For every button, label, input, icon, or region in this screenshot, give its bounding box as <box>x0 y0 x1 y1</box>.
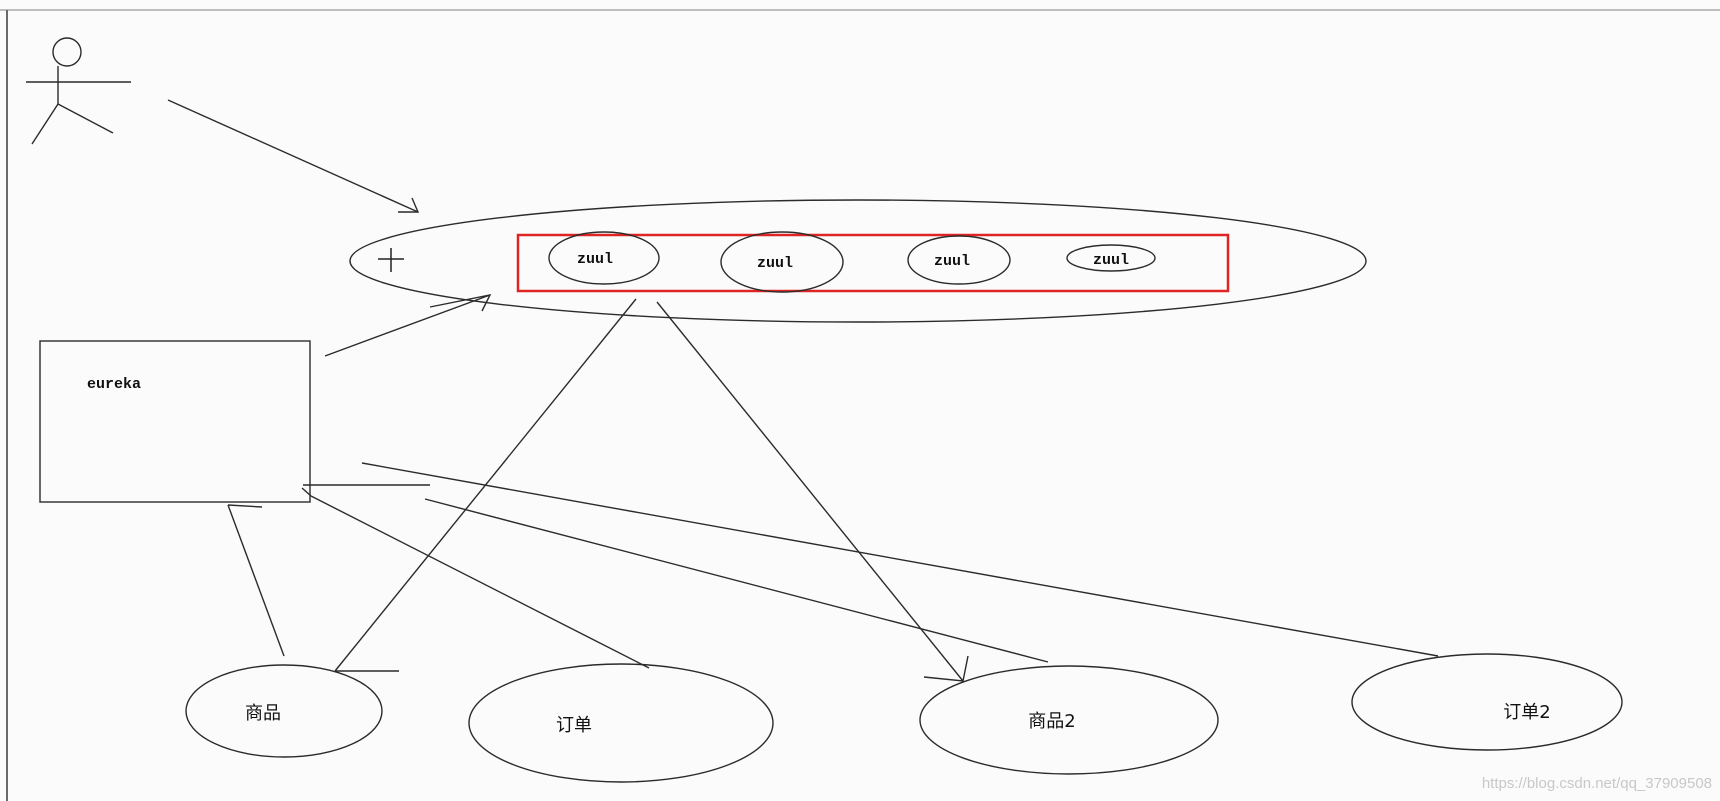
zuul-node-1-label: zuul <box>577 251 613 268</box>
user-actor-icon <box>26 37 131 145</box>
zuul-node-2-label: zuul <box>757 255 793 272</box>
gateway-cluster-ellipse <box>349 199 1367 323</box>
arrow-service-1-to-eureka <box>227 504 285 657</box>
eureka-label: eureka <box>87 376 141 393</box>
arrow-service-3-to-eureka <box>424 498 1049 663</box>
arrow-eureka-to-gateway <box>324 294 492 357</box>
service-node-1-label: 商品 <box>245 703 281 724</box>
service-node-4: 订单2 <box>1351 653 1623 751</box>
arrow-gateway-to-service-3 <box>656 301 969 682</box>
arrow-service-2-to-eureka <box>301 487 650 669</box>
service-node-4-label: 订单2 <box>1503 702 1550 723</box>
zuul-node-3: zuul <box>907 235 1011 285</box>
zuul-node-2: zuul <box>720 231 844 293</box>
service-node-1: 商品 <box>185 664 383 758</box>
service-node-3: 商品2 <box>919 665 1219 775</box>
service-node-3-label: 商品2 <box>1028 711 1075 732</box>
zuul-node-3-label: zuul <box>934 253 970 270</box>
zuul-highlight-box <box>516 233 1230 293</box>
arrow-service-4-to-eureka <box>303 462 1439 657</box>
arrow-user-to-gateway <box>167 99 420 213</box>
watermark-text: https://blog.csdn.net/qq_37909508 <box>1482 775 1712 792</box>
crosshair-cursor-icon <box>378 248 404 272</box>
zuul-node-4-label: zuul <box>1093 252 1129 269</box>
service-node-2: 订单 <box>468 663 774 783</box>
zuul-node-4: zuul <box>1066 244 1156 272</box>
zuul-node-1: zuul <box>548 231 660 285</box>
service-node-2-label: 订单 <box>556 715 592 736</box>
eureka-registry-box: eureka <box>39 340 311 503</box>
